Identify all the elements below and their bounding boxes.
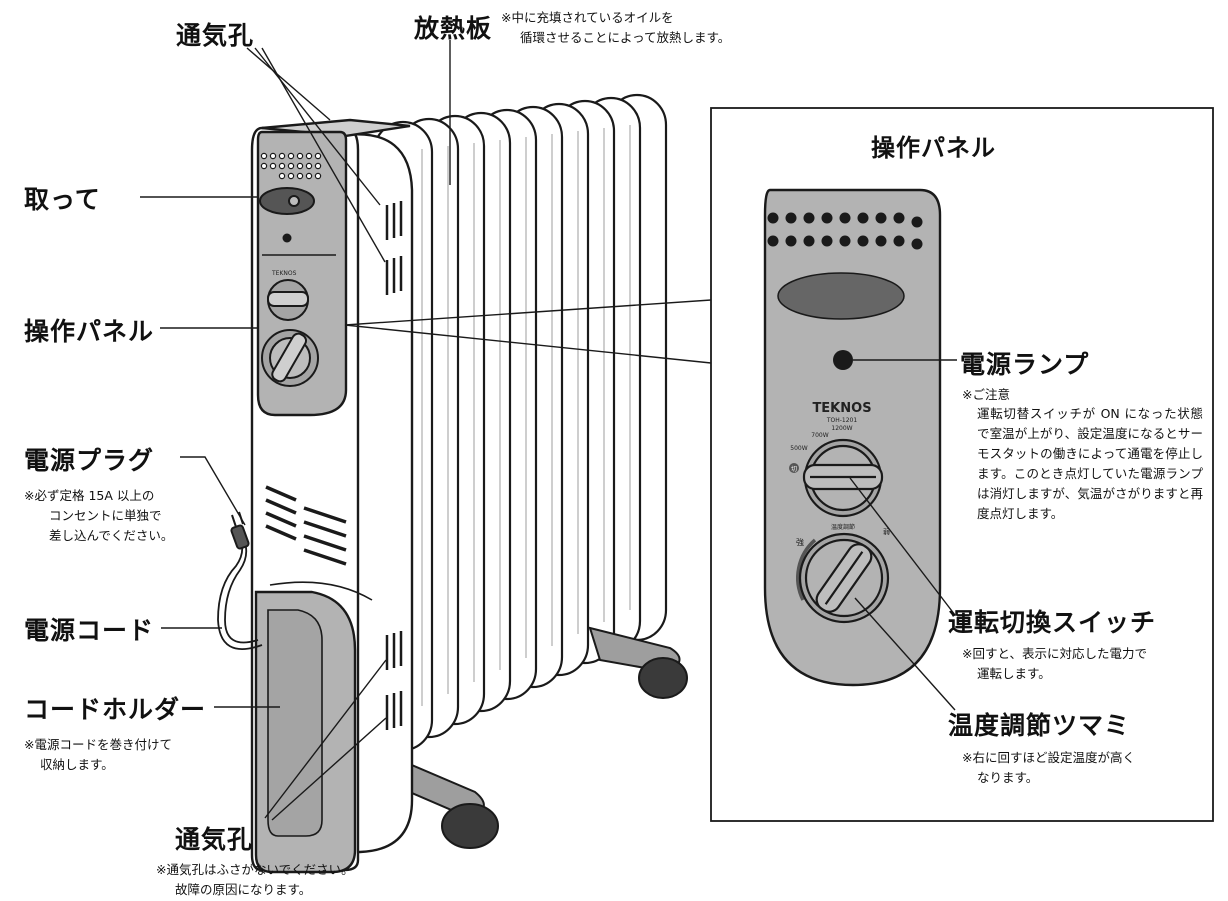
handle [259,187,315,215]
switch-note-2: 運転します。 [977,666,1051,681]
body-dial [261,329,319,387]
panel-temp-adjust: 温度調節 [831,523,855,531]
dial-note-1: ※右に回すほど設定温度が高く [962,750,1135,765]
label-power-cord: 電源コード [24,616,155,645]
panel-temp-dial [796,532,890,624]
body-lamp [282,233,292,243]
label-cord-holder: コードホルダー [24,695,207,724]
power-plug [230,511,250,550]
holder-note-2: 収納します。 [40,757,114,772]
body-brand: TEKNOS [271,270,297,277]
front-vent-waves [265,485,347,566]
radiator-note-1: ※中に充填されているオイルを [501,10,674,25]
lamp-note-head: ※ご注意 [962,387,1010,402]
panel-window [777,272,905,320]
panel-strong: 強 [796,537,804,547]
label-temp-dial: 温度調節ツマミ [948,711,1131,740]
vent-note-1: ※通気孔はふさがないでください。 [156,862,354,877]
label-vent-bottom: 通気孔 [175,825,254,854]
feet [398,626,688,849]
panel-model: TOH-1201 [826,417,858,424]
panel-box-title: 操作パネル [871,134,996,162]
panel-vent-holes [767,212,923,250]
label-handle: 取って [24,185,101,214]
body-switch [267,279,309,321]
panel-500w: 500W [790,445,807,452]
panel-off-mark [789,463,799,473]
side-vent-slits [385,201,403,730]
plug-note-2: コンセントに単独で [49,508,162,523]
radiator-note-2: 循環させることによって放熱します。 [520,30,731,45]
label-power-plug: 電源プラグ [24,446,155,475]
panel-brand: TEKNOS [812,401,871,416]
vent-note-2: 故障の原因になります。 [175,882,312,897]
panel-off-label: 切 [791,466,797,473]
lamp-note-body: 運転切替スイッチが ON になった状態で室温が上がり、設定温度になるとサーモスタ… [977,406,1203,521]
panel-weak: 弱 [883,528,890,536]
label-vent-top: 通気孔 [176,21,255,50]
leader-lines [140,40,712,821]
power-cord [217,537,263,650]
dial-note-2: なります。 [977,770,1039,785]
label-radiator: 放熱板 [414,14,493,43]
label-control-panel: 操作パネル [24,317,155,346]
panel-leader-lines [849,359,957,711]
fin-shading [421,125,631,706]
panel-700w: 700W [811,432,828,439]
label-power-lamp: 電源ランプ [960,350,1090,379]
plug-note-3: 差し込んでください。 [49,528,174,543]
switch-note-1: ※回すと、表示に対応した電力で [962,646,1147,661]
enlarged-panel: TEKNOS TOH-1201 1200W 700W 500W 切 強 温度調節… [763,188,942,687]
radiator-fins [372,93,668,752]
panel-1200w: 1200W [831,425,852,432]
panel-power-lamp [833,350,853,370]
panel-mode-switch [802,438,884,518]
label-mode-switch: 運転切換スイッチ [948,608,1157,637]
holder-note-1: ※電源コードを巻き付けて [24,737,172,752]
plug-note-1: ※必ず定格 15A 以上の [24,488,155,503]
body-vent-dots [260,152,322,180]
